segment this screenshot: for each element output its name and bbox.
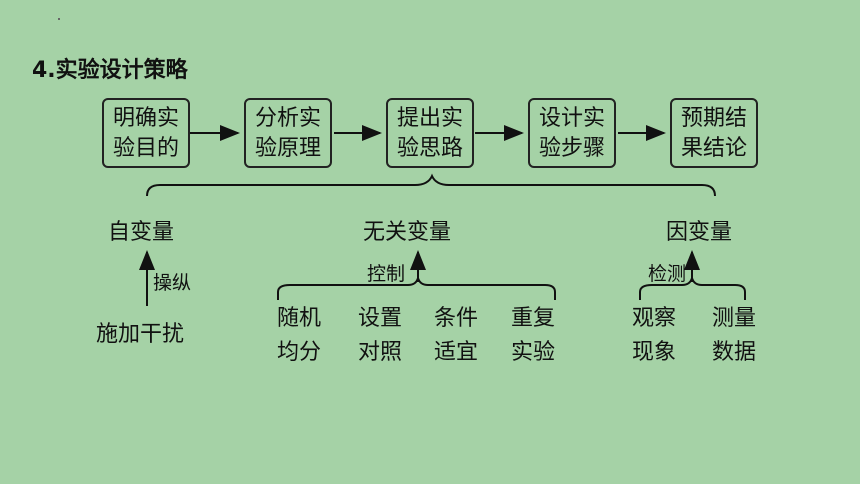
step-box-3: 提出实 验思路 (386, 98, 474, 168)
control-item-4: 重复 实验 (511, 302, 555, 370)
step-2-line-2: 验原理 (254, 136, 321, 161)
step-5-line-1: 预期结 (680, 106, 747, 131)
step-5-line-2: 果结论 (680, 136, 747, 161)
control-brace (277, 274, 556, 300)
step-2-line-1: 分析实 (254, 106, 321, 131)
step-4-line-2: 验步骤 (538, 136, 605, 161)
stray-dot (58, 18, 60, 20)
detect-item-1: 观察 现象 (632, 302, 676, 370)
detect-item-2-line-2: 数据 (712, 340, 757, 365)
detect-item-1-line-2: 现象 (632, 340, 677, 365)
control-item-3-line-2: 适宜 (434, 340, 479, 365)
step-3-line-2: 验思路 (396, 136, 463, 161)
detect-item-2-line-1: 测量 (712, 306, 757, 331)
apply-interference-label: 施加干扰 (96, 322, 185, 347)
step-box-5: 预期结 果结论 (670, 98, 758, 168)
step-1-line-1: 明确实 (112, 106, 179, 131)
control-item-2-line-2: 对照 (358, 340, 403, 365)
section-heading: 4.实验设计策略 (32, 58, 188, 83)
step-3-line-1: 提出实 (396, 106, 463, 131)
manipulate-label: 操纵 (153, 272, 192, 294)
control-item-3-line-1: 条件 (434, 306, 479, 331)
control-label: 控制 (367, 263, 406, 285)
control-item-1-line-2: 均分 (277, 340, 322, 365)
dependent-variable-label: 因变量 (666, 220, 733, 245)
step-box-4: 设计实 验步骤 (528, 98, 616, 168)
detect-item-2: 测量 数据 (712, 302, 756, 370)
detect-item-1-line-1: 观察 (632, 306, 677, 331)
control-item-2: 设置 对照 (358, 302, 402, 370)
control-item-4-line-1: 重复 (511, 306, 556, 331)
control-item-1-line-1: 随机 (277, 306, 322, 331)
independent-variable-label: 自变量 (108, 220, 175, 245)
step-box-1: 明确实 验目的 (102, 98, 190, 168)
step-box-2: 分析实 验原理 (244, 98, 332, 168)
control-item-4-line-2: 实验 (511, 340, 556, 365)
step-4-line-1: 设计实 (538, 106, 605, 131)
top-brace (146, 173, 716, 197)
step-1-line-2: 验目的 (112, 136, 179, 161)
detect-label: 检测 (648, 263, 687, 285)
control-item-1: 随机 均分 (277, 302, 321, 370)
control-item-3: 条件 适宜 (434, 302, 478, 370)
control-item-2-line-1: 设置 (358, 306, 403, 331)
irrelevant-variable-label: 无关变量 (363, 220, 452, 245)
